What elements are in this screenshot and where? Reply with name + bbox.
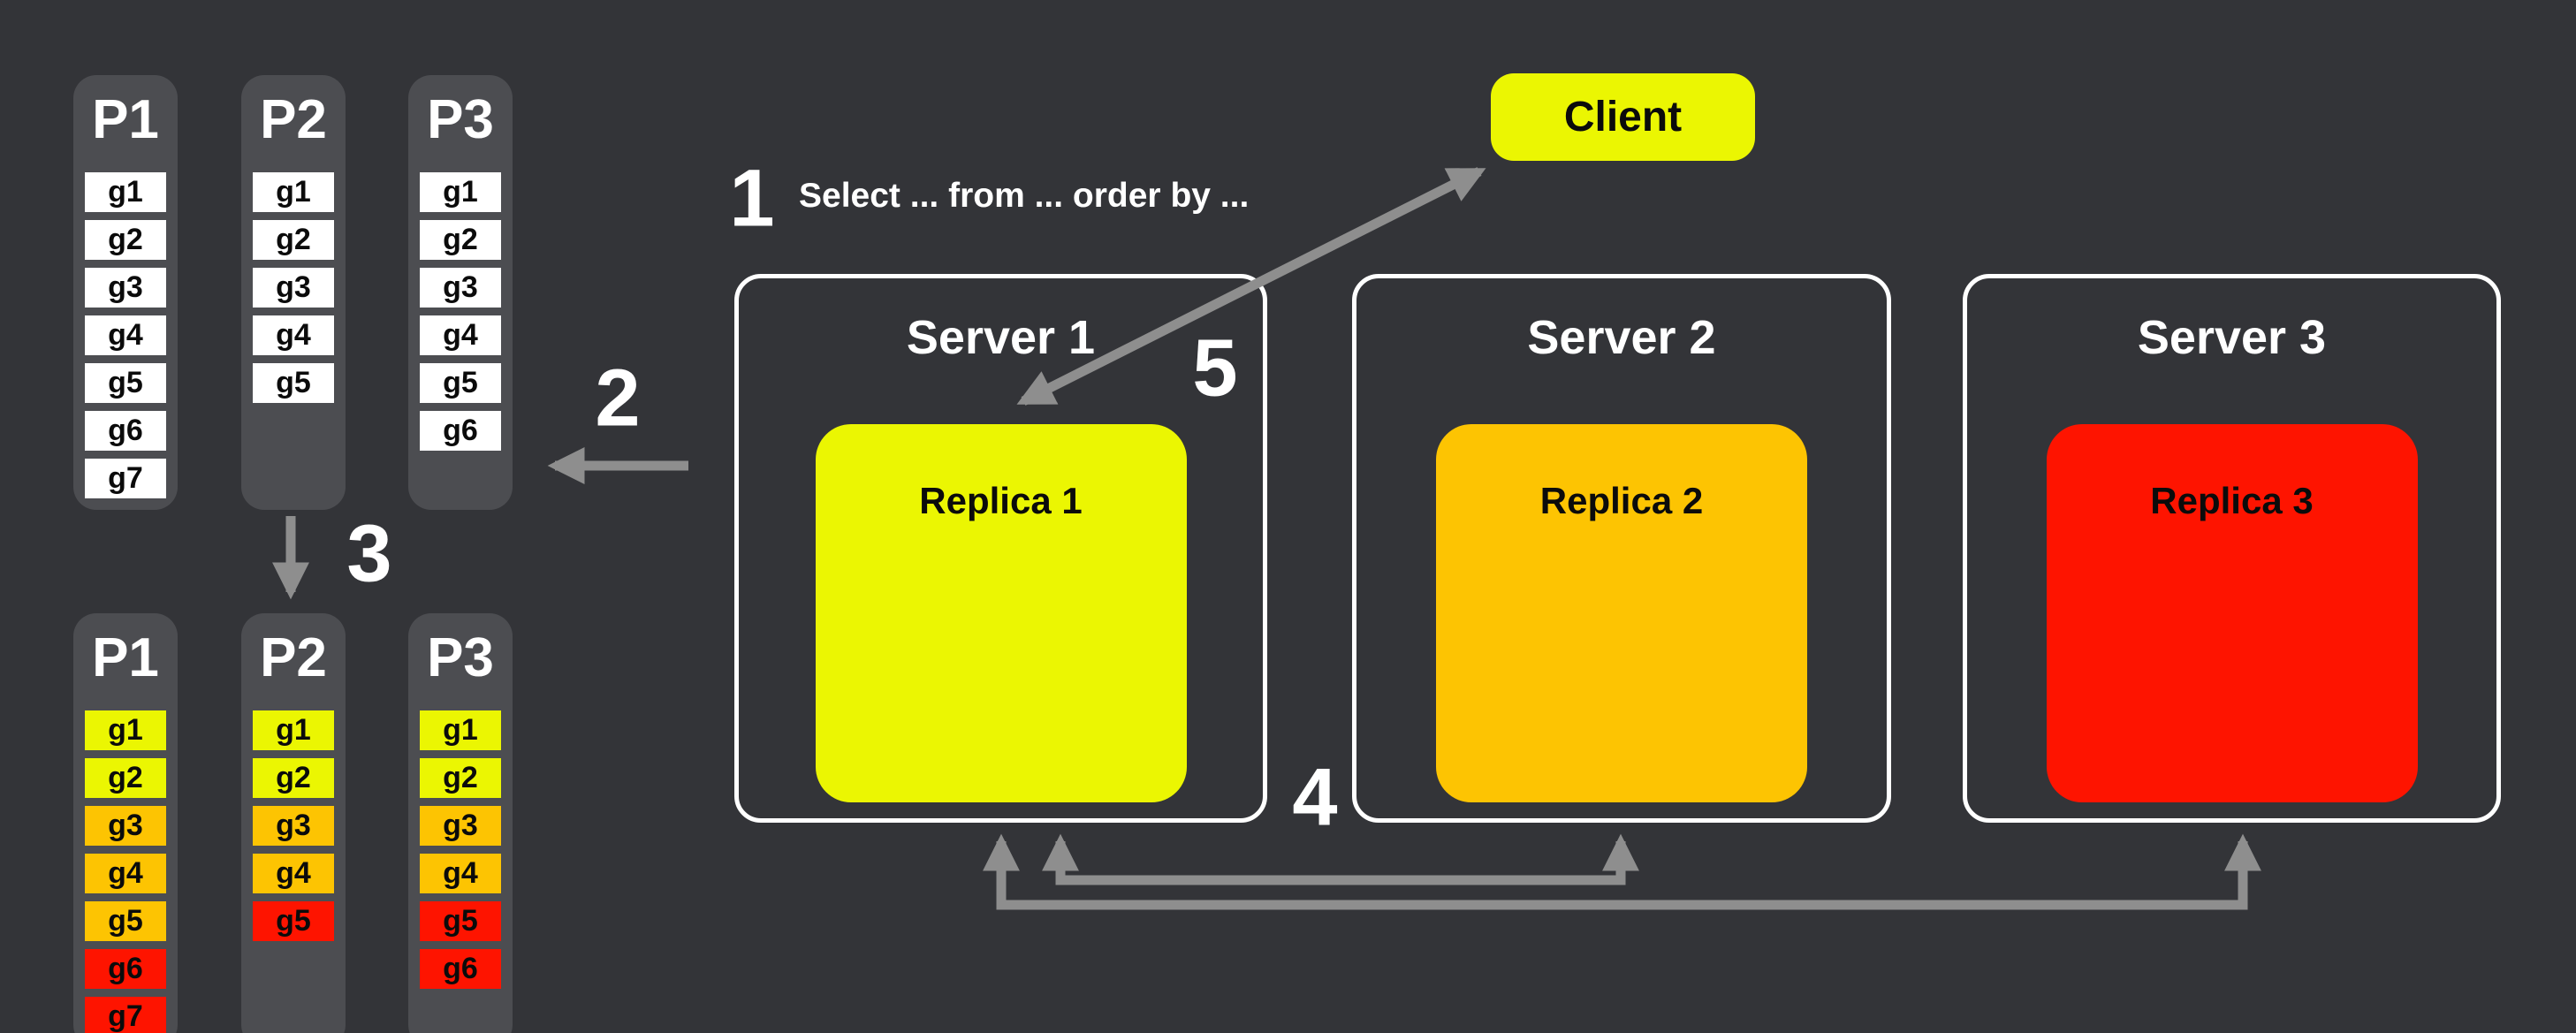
partition-cell-g5: g5: [420, 363, 501, 403]
partition-cell-g7: g7: [85, 459, 166, 498]
step-label-2: 2: [595, 353, 641, 444]
partition-cell-g4: g4: [85, 315, 166, 355]
partition-title: P2: [260, 627, 327, 688]
partition-cell-g3: g3: [420, 268, 501, 308]
partition-cells: g1 g2 g3 g4 g5 g6 g7: [85, 710, 166, 1033]
step-label-4: 4: [1292, 752, 1338, 843]
step-label-3: 3: [346, 508, 392, 599]
partition-cell-g1: g1: [420, 710, 501, 750]
partition-box-after-p2: P2 g1 g2 g3 g4 g5: [241, 613, 346, 1033]
partition-title: P3: [427, 627, 494, 688]
step-label-5: 5: [1192, 323, 1238, 414]
replica-label: Replica 3: [2150, 480, 2314, 521]
partition-cell-g6: g6: [420, 949, 501, 989]
partition-box-after-p3: P3 g1 g2 g3 g4 g5 g6: [408, 613, 513, 1033]
partition-cell-g4: g4: [253, 854, 334, 893]
partition-cell-g4: g4: [420, 315, 501, 355]
partition-title: P2: [260, 89, 327, 150]
partition-cells: g1 g2 g3 g4 g5: [253, 710, 334, 941]
replica-box-2: Replica 2: [1436, 424, 1807, 802]
partition-cell-g5: g5: [253, 901, 334, 941]
server1-server3-link-arrow: [983, 833, 2261, 910]
partition-cell-g5: g5: [253, 363, 334, 403]
partition-cell-g3: g3: [85, 268, 166, 308]
partition-cell-g6: g6: [85, 411, 166, 451]
partition-cell-g5: g5: [85, 363, 166, 403]
server-title: Server 1: [906, 311, 1096, 364]
server-title: Server 2: [1527, 311, 1716, 364]
server-title: Server 3: [2137, 311, 2327, 364]
replica-label: Replica 2: [1539, 480, 1704, 521]
partition-box-before-p2: P2 g1 g2 g3 g4 g5: [241, 75, 346, 510]
replica-label: Replica 1: [919, 480, 1083, 521]
step-label-1: 1: [729, 153, 775, 244]
partition-cell-g6: g6: [420, 411, 501, 451]
partition-cell-g2: g2: [420, 220, 501, 260]
partition-cell-g2: g2: [85, 758, 166, 798]
partition-box-before-p3: P3 g1 g2 g3 g4 g5 g6: [408, 75, 513, 510]
partition-cell-g1: g1: [85, 172, 166, 212]
partition-cell-g2: g2: [253, 220, 334, 260]
partition-cell-g4: g4: [85, 854, 166, 893]
partition-cell-g3: g3: [253, 268, 334, 308]
server-box-3: Server 3 Replica 3: [1963, 274, 2501, 823]
partition-cell-g7: g7: [85, 997, 166, 1033]
partition-cell-g6: g6: [85, 949, 166, 989]
partition-cell-g1: g1: [253, 710, 334, 750]
server-box-2: Server 2 Replica 2: [1352, 274, 1891, 823]
partition-box-before-p1: P1 g1 g2 g3 g4 g5 g6 g7: [73, 75, 178, 510]
partition-cell-g5: g5: [420, 901, 501, 941]
partition-cells: g1 g2 g3 g4 g5 g6: [420, 710, 501, 989]
partition-cell-g4: g4: [253, 315, 334, 355]
partition-title: P1: [92, 627, 159, 688]
partition-cell-g3: g3: [420, 806, 501, 846]
client-box: Client: [1491, 73, 1755, 161]
query-text: Select ... from ... order by ...: [799, 177, 1250, 215]
partition-cell-g3: g3: [253, 806, 334, 846]
client-label: Client: [1563, 94, 1683, 141]
partition-cell-g1: g1: [420, 172, 501, 212]
server1-server2-link-arrow: [1042, 833, 1639, 885]
partition-cell-g3: g3: [85, 806, 166, 846]
partition-cell-g1: g1: [85, 710, 166, 750]
replica-box-3: Replica 3: [2046, 424, 2418, 802]
partition-cell-g5: g5: [85, 901, 166, 941]
partition-cells: g1 g2 g3 g4 g5 g6: [420, 172, 501, 451]
partition-cells: g1 g2 g3 g4 g5: [253, 172, 334, 403]
partition-title: P3: [427, 89, 494, 150]
partition-cell-g2: g2: [253, 758, 334, 798]
replica-box-1: Replica 1: [815, 424, 1187, 802]
partition-box-after-p1: P1 g1 g2 g3 g4 g5 g6 g7: [73, 613, 178, 1033]
partition-title: P1: [92, 89, 159, 150]
server-box-1: Server 1 Replica 1: [734, 274, 1267, 823]
partition-cell-g2: g2: [420, 758, 501, 798]
partition-cell-g4: g4: [420, 854, 501, 893]
partition-cell-g2: g2: [85, 220, 166, 260]
partition-cell-g1: g1: [253, 172, 334, 212]
partition-cells: g1 g2 g3 g4 g5 g6 g7: [85, 172, 166, 498]
